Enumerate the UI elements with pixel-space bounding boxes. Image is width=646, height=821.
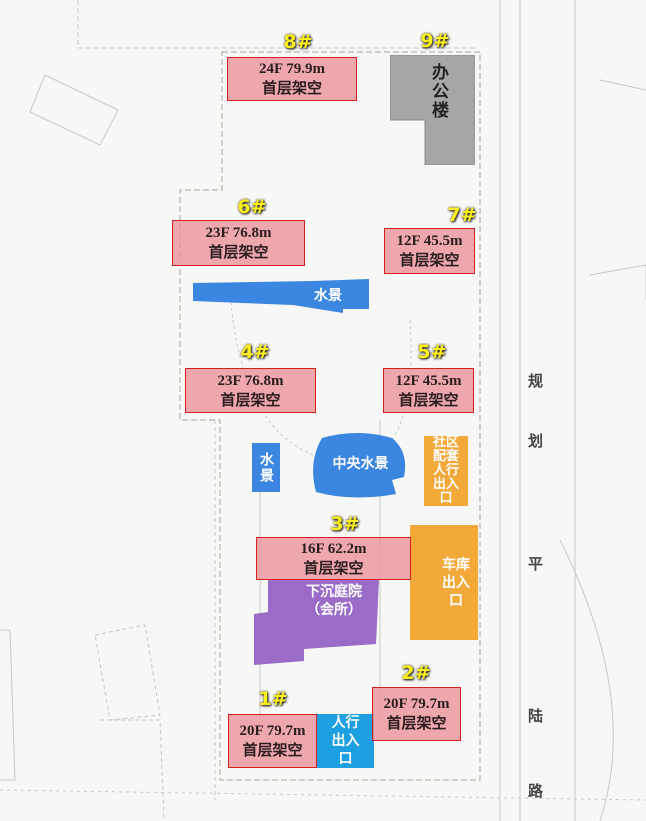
garage-entrance-label: 车库出入口: [442, 556, 470, 609]
water-feature-small: 水景: [252, 443, 280, 492]
road-label-char: 规: [528, 372, 544, 390]
sunken-courtyard-label: 下沉庭院 （会所）: [306, 584, 362, 618]
building-tag-1: 1#: [258, 688, 288, 710]
community-entrance: 社区配套人行出入口: [424, 436, 468, 506]
road-label-char: 陆: [528, 707, 544, 725]
road-label-char: 平: [528, 555, 544, 573]
central-water-feature: 中央水景: [312, 432, 409, 498]
community-entrance-label: 社区配套人行出入口: [432, 435, 459, 506]
building-tag-8: 8#: [283, 31, 313, 53]
building-tag-3: 3#: [330, 513, 360, 535]
road-label-char: 划: [528, 432, 544, 450]
water-feature-north: 水景: [193, 279, 369, 313]
road-label-char: 路: [528, 782, 544, 800]
building-tag-4: 4#: [240, 341, 270, 363]
garage-entrance: 车库出入口: [410, 525, 478, 640]
sunken-courtyard: 下沉庭院 （会所）: [254, 579, 379, 665]
building-tag-9: 9#: [420, 30, 450, 52]
building-tag-7: 7#: [447, 204, 477, 226]
pedestrian-entrance: 人行出入口: [317, 714, 374, 768]
office-label: 办公楼: [428, 63, 448, 120]
building-tag-2: 2#: [401, 662, 431, 684]
building-tag-6: 6#: [237, 196, 267, 218]
building-tag-5: 5#: [417, 341, 447, 363]
water-label-north: 水景: [314, 288, 342, 304]
pedestrian-entrance-label: 人行出入口: [331, 715, 360, 767]
office-building: 办公楼: [389, 54, 476, 166]
central-water-label: 中央水景: [332, 456, 389, 472]
